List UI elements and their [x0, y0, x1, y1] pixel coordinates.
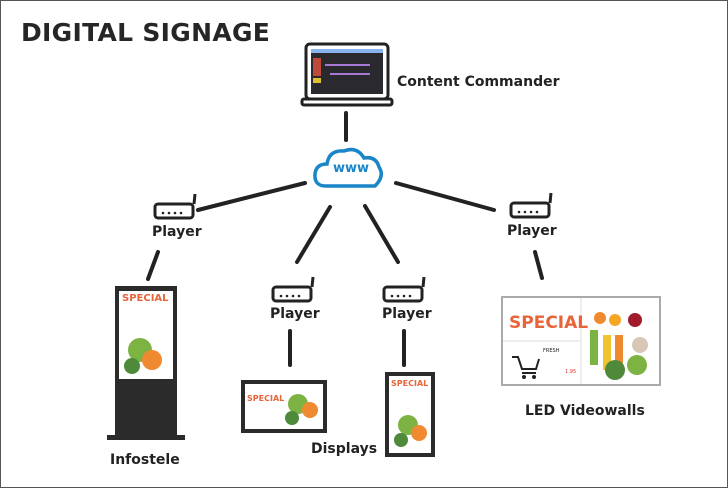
diagram-title: DIGITAL SIGNAGE	[21, 18, 271, 47]
router-icon-midright	[382, 276, 426, 303]
line-player-infostele	[146, 250, 160, 281]
portrait-display	[385, 372, 435, 457]
infostele-special-text: SPECIAL	[122, 293, 169, 304]
videowall-special-text: SPECIAL	[509, 313, 589, 333]
line-player-videowall	[533, 250, 544, 280]
player-label-right: Player	[507, 223, 557, 239]
router-icons	[153, 192, 553, 303]
led-videowall	[501, 296, 661, 386]
line-cloud-player-right	[394, 181, 496, 212]
line-cloud-player-midright	[363, 204, 400, 264]
videowalls-label: LED Videowalls	[525, 403, 645, 419]
display-special-text: SPECIAL	[247, 394, 285, 403]
laptop-icon	[300, 42, 394, 107]
router-icon-right	[509, 192, 553, 219]
displays-label: Displays	[311, 441, 378, 457]
videowall-product-text: FRESH	[543, 348, 560, 354]
videowall-price-text: 1.95	[565, 369, 577, 375]
connection-lines	[146, 111, 544, 367]
cloud-icon	[313, 147, 383, 188]
line-cloud-player-midleft	[295, 205, 332, 264]
player-label-midleft: Player	[270, 306, 320, 322]
infostele-device	[107, 286, 185, 440]
player-label-midright: Player	[382, 306, 432, 322]
content-commander-label: Content Commander	[397, 74, 560, 90]
router-icon-midleft	[271, 276, 315, 303]
router-icon-left	[153, 193, 197, 220]
portrait-special-text: SPECIAL	[391, 379, 429, 388]
landscape-display	[241, 380, 327, 433]
line-cloud-player-left	[196, 181, 307, 212]
cloud-label: www	[333, 161, 370, 176]
infostele-label: Infostele	[110, 452, 180, 468]
player-label-left: Player	[152, 224, 202, 240]
